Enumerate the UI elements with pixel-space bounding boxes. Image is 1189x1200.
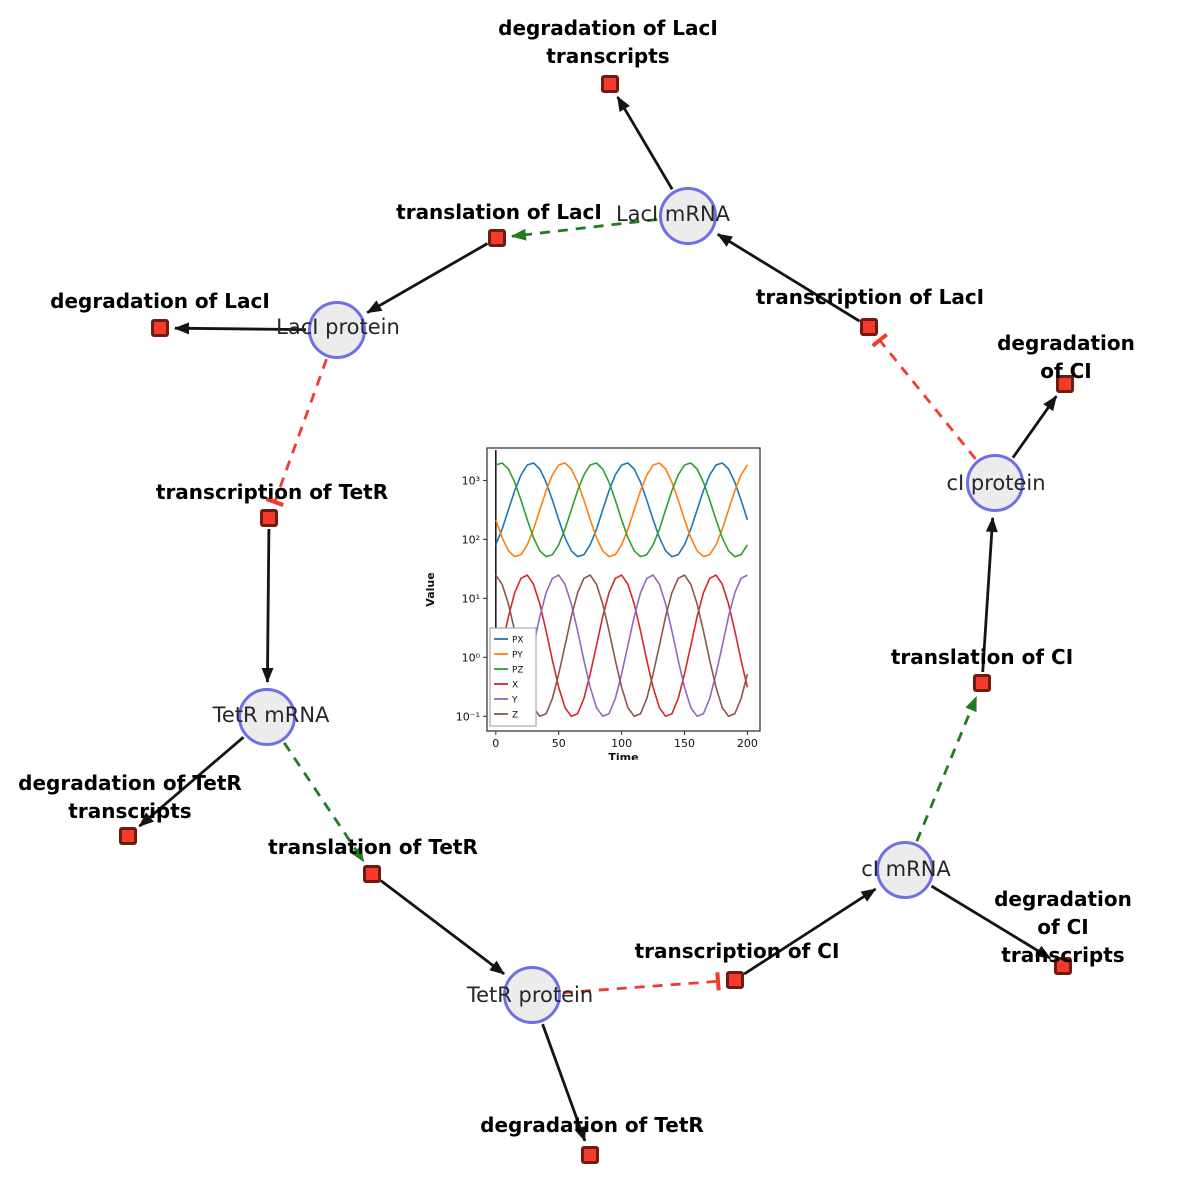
edge-modifier-tetr_mrna-transl_tetr — [283, 742, 365, 863]
reaction-node-degradation-ci[interactable] — [1056, 375, 1074, 393]
edge-production-transl_tetr-tetr_protein — [379, 879, 505, 976]
edge-inhibition-ci_protein-tx_laci — [871, 332, 977, 460]
reaction-node-transcription-tetr[interactable] — [260, 509, 278, 527]
edge-consumption-tetr_protein-deg_tetr — [541, 1023, 587, 1142]
species-label-ci-mrna: cI mRNA — [861, 857, 951, 881]
reaction-node-degradation-ci-transcripts[interactable] — [1054, 957, 1072, 975]
reaction-label-transcription-laci: transcription of LacI — [755, 285, 985, 309]
edge-production-tx_laci-laci_mrna — [716, 233, 861, 323]
y-tick-label: 10¹ — [462, 592, 480, 605]
reaction-node-degradation-tetr-transcripts[interactable] — [119, 827, 137, 845]
reaction-node-degradation-laci-transcripts[interactable] — [601, 75, 619, 93]
edge-production-transl_laci-laci_protein — [366, 242, 489, 314]
y-axis-label: Value — [424, 572, 437, 606]
reaction-label-degradation-tetr-transcripts: degradation of TetR transcripts — [18, 771, 242, 823]
edge-consumption-ci_protein-deg_ci — [1011, 395, 1058, 459]
legend-label-Z: Z — [512, 711, 518, 721]
species-label-laci-protein: LacI protein — [276, 315, 400, 339]
species-label-tetr-mrna: TetR mRNA — [212, 703, 330, 727]
edge-production-tx_tetr-tetr_mrna — [261, 528, 274, 683]
series-PY — [495, 462, 749, 558]
y-tick-label: 10⁻¹ — [456, 710, 480, 723]
species-node-tetr-protein[interactable] — [503, 966, 561, 1024]
reaction-node-degradation-tetr[interactable] — [581, 1146, 599, 1164]
species-label-ci-protein: cI protein — [946, 471, 1046, 495]
reaction-label-translation-laci: translation of LacI — [396, 200, 602, 224]
species-node-tetr-mrna[interactable] — [238, 688, 296, 746]
reaction-node-transcription-laci[interactable] — [860, 318, 878, 336]
series-X — [495, 574, 749, 718]
legend-box — [489, 627, 537, 727]
edge-consumption-tetr_mrna-deg_tetr_tx — [138, 736, 245, 828]
reaction-label-translation-ci: translation of CI — [890, 645, 1074, 669]
species-label-laci-mrna: LacI mRNA — [615, 202, 731, 226]
edge-production-transl_ci-ci_protein — [981, 516, 998, 673]
series-PZ — [495, 462, 749, 558]
edge-inhibition-laci_protein-tx_tetr — [265, 358, 328, 507]
reaction-node-degradation-laci[interactable] — [151, 319, 169, 337]
x-axis-label: Time — [608, 751, 638, 760]
legend-label-PX: PX — [512, 636, 524, 646]
plot-frame — [486, 447, 761, 732]
species-node-ci-mrna[interactable] — [876, 841, 934, 899]
x-tick-label: 0 — [492, 737, 499, 750]
series-Y — [495, 574, 748, 718]
y-tick-label: 10⁰ — [462, 651, 481, 664]
reaction-label-translation-tetr: translation of TetR — [268, 835, 478, 859]
edge-modifier-laci_mrna-transl_laci — [510, 218, 658, 241]
reaction-label-degradation-tetr: degradation of TetR — [480, 1113, 704, 1137]
x-tick-label: 50 — [552, 737, 566, 750]
reaction-label-degradation-ci-transcripts: degradation of CI transcripts — [994, 887, 1132, 967]
reaction-label-degradation-laci-transcripts: degradation of LacI transcripts — [498, 16, 718, 68]
y-tick-label: 10³ — [462, 474, 480, 487]
x-tick-label: 200 — [737, 737, 758, 750]
reaction-label-transcription-tetr: transcription of TetR — [155, 480, 389, 504]
edge-consumption-laci_mrna-deg_laci_tx — [616, 96, 674, 191]
x-tick-label: 100 — [611, 737, 632, 750]
edge-production-tx_ci-ci_mrna — [743, 887, 877, 976]
reaction-node-transcription-ci[interactable] — [726, 971, 744, 989]
edge-modifier-ci_mrna-transl_ci — [915, 695, 978, 842]
legend-label-PZ: PZ — [512, 666, 524, 676]
x-tick-label: 150 — [674, 737, 695, 750]
series-PX — [495, 462, 749, 558]
legend-label-Y: Y — [511, 696, 518, 706]
species-node-ci-protein[interactable] — [966, 454, 1024, 512]
reaction-node-translation-ci[interactable] — [973, 674, 991, 692]
y-tick-label: 10² — [462, 533, 480, 546]
legend-label-X: X — [512, 681, 518, 691]
reaction-label-degradation-ci: degradation of CI — [997, 331, 1135, 383]
edge-consumption-ci_mrna-deg_ci_tx — [930, 884, 1052, 960]
edge-consumption-laci_protein-deg_laci — [174, 322, 307, 335]
reaction-label-transcription-ci: transcription of CI — [634, 939, 840, 963]
reaction-label-degradation-laci: degradation of LacI — [50, 289, 270, 313]
edge-inhibition-tetr_protein-tx_ci — [562, 972, 721, 995]
legend-label-PY: PY — [512, 651, 523, 661]
reaction-node-translation-laci[interactable] — [488, 229, 506, 247]
species-label-tetr-protein: TetR protein — [466, 983, 594, 1007]
reaction-node-translation-tetr[interactable] — [363, 865, 381, 883]
series-Z — [495, 574, 749, 718]
species-node-laci-protein[interactable] — [308, 301, 366, 359]
species-node-laci-mrna[interactable] — [659, 187, 717, 245]
